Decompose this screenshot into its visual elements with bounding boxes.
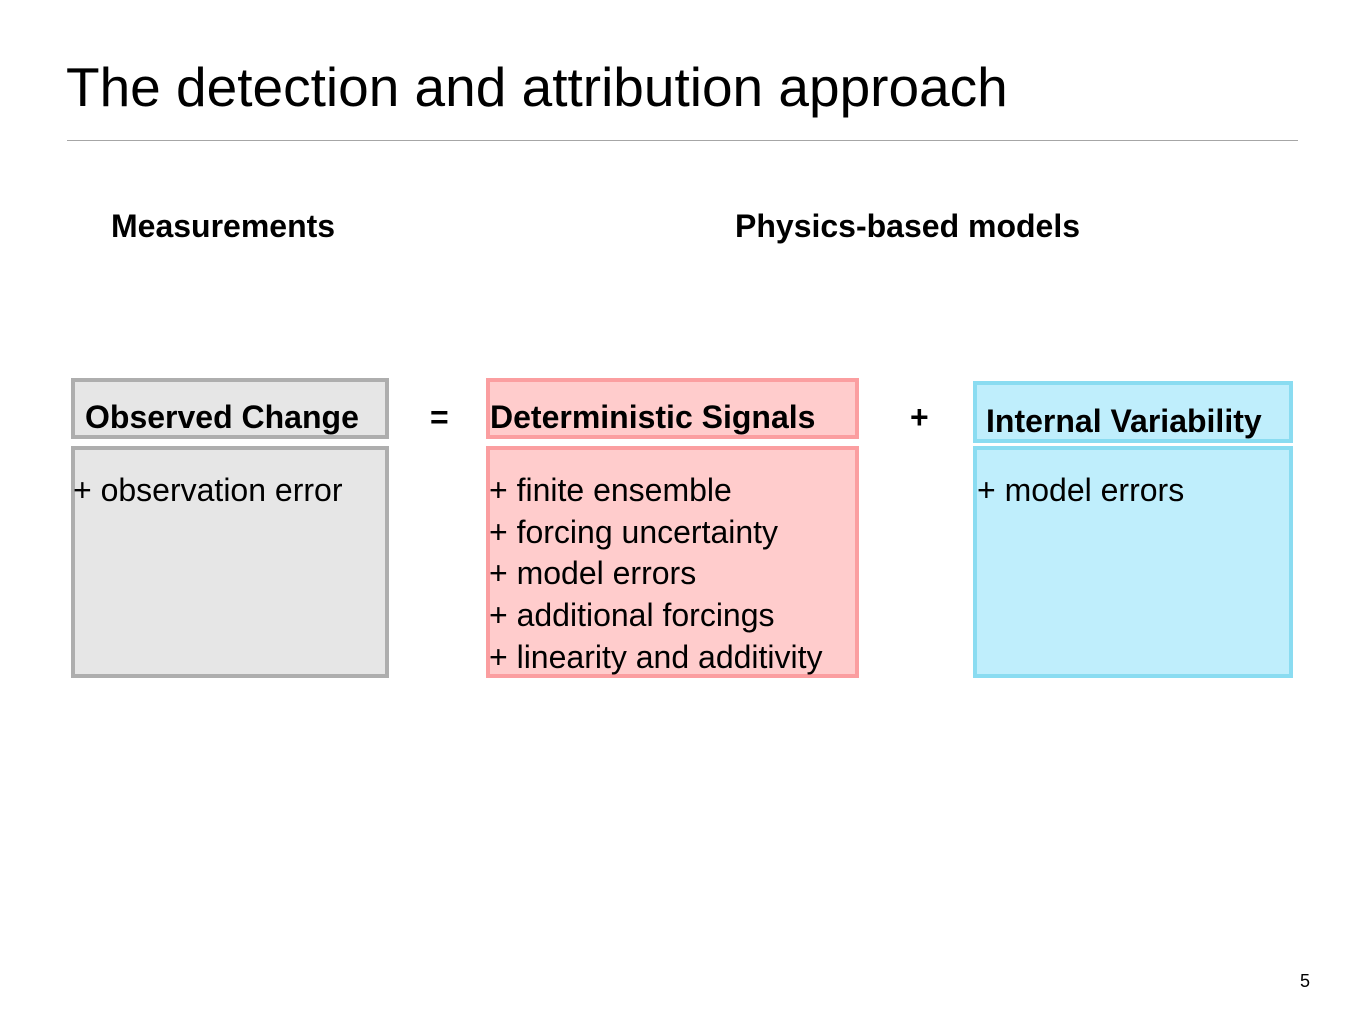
deterministic-signals-header-box	[486, 378, 859, 439]
page-number: 5	[1299, 971, 1310, 991]
plus-sign: +	[910, 399, 929, 435]
observed-change-detail-box	[71, 446, 389, 678]
list-item: + finite ensemble	[489, 472, 732, 508]
internal-variability-uncertainty-list: + model errors	[977, 470, 1184, 512]
list-item: + observation error	[73, 472, 343, 508]
title-divider	[67, 140, 1298, 141]
internal-variability-title: Internal Variability	[986, 403, 1262, 439]
slide-title: The detection and attribution approach	[66, 56, 1008, 118]
list-item: + forcing uncertainty	[489, 513, 779, 550]
equals-sign: =	[430, 399, 449, 435]
list-item: + model errors	[977, 472, 1185, 508]
observed-change-header-box	[71, 378, 389, 439]
list-item: + model errors	[489, 555, 697, 592]
internal-variability-detail-box	[973, 446, 1293, 678]
deterministic-signals-title: Deterministic Signals	[490, 399, 816, 435]
internal-variability-header-box	[973, 381, 1293, 443]
deterministic-signals-uncertainty-list: + finite ensemble + forcing uncertainty …	[489, 470, 823, 679]
physics-based-models-label: Physics-based models	[735, 208, 1081, 244]
deterministic-signals-detail-box	[486, 446, 859, 678]
measurements-label: Measurements	[111, 208, 336, 244]
list-item: + linearity and additivity	[489, 638, 823, 675]
list-item: + additional forcings	[489, 597, 775, 634]
observed-change-uncertainty-list: + observation error	[73, 470, 342, 512]
observed-change-title: Observed Change	[85, 399, 359, 435]
